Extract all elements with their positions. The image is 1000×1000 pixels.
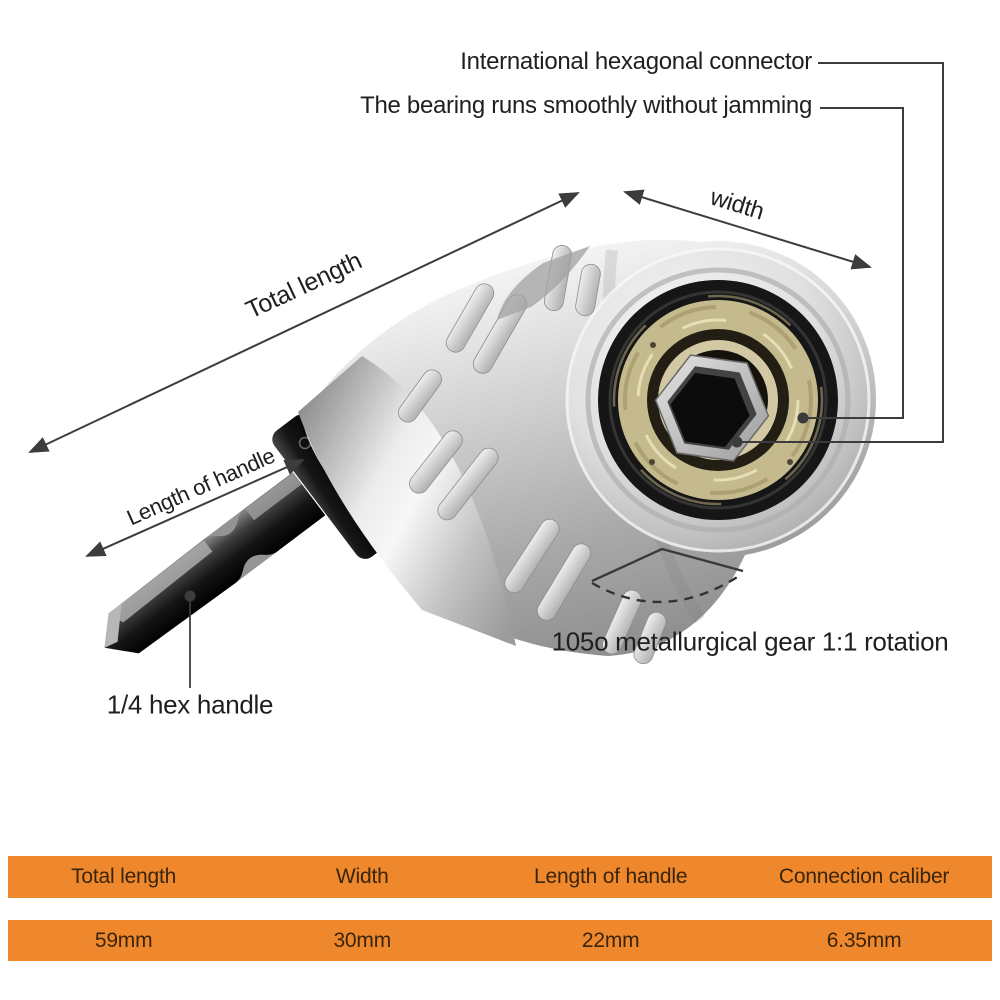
connector-label: International hexagonal connector — [460, 48, 812, 75]
handle-length-arrow — [85, 459, 305, 557]
spec-table: Total length Width Length of handle Conn… — [8, 856, 992, 961]
spec-value-handle-length: 22mm — [581, 929, 640, 952]
spec-value-connection-caliber: 6.35mm — [826, 929, 902, 952]
rotation-label: 105o metallurgical gear 1:1 rotation — [551, 626, 949, 657]
width-arrow — [623, 189, 872, 270]
hex-connector-dot — [731, 436, 743, 448]
angle-mark — [591, 547, 744, 604]
hex-handle-dot — [184, 590, 196, 602]
spec-header-row: Total length Width Length of handle Conn… — [8, 856, 992, 898]
bearing-dot — [797, 412, 809, 424]
spec-header-connection-caliber: Connection caliber — [778, 865, 950, 888]
total-length-arrow — [28, 192, 580, 453]
dimension-arrows — [28, 189, 872, 557]
tool-illustration — [28, 62, 944, 688]
hex-handle-label: 1/4 hex handle — [106, 689, 274, 720]
spec-header-total-length: Total length — [71, 865, 177, 888]
callout-lines — [184, 62, 944, 688]
bearing-label: The bearing runs smoothly without jammin… — [360, 92, 812, 119]
spec-value-width: 30mm — [333, 929, 391, 952]
spec-value-total-length: 59mm — [94, 929, 153, 952]
spec-header-handle-length: Length of handle — [534, 865, 688, 888]
spec-header-width: Width — [335, 865, 389, 888]
hex-socket — [654, 354, 770, 462]
spec-value-row: 59mm 30mm 22mm 6.35mm — [8, 920, 992, 961]
